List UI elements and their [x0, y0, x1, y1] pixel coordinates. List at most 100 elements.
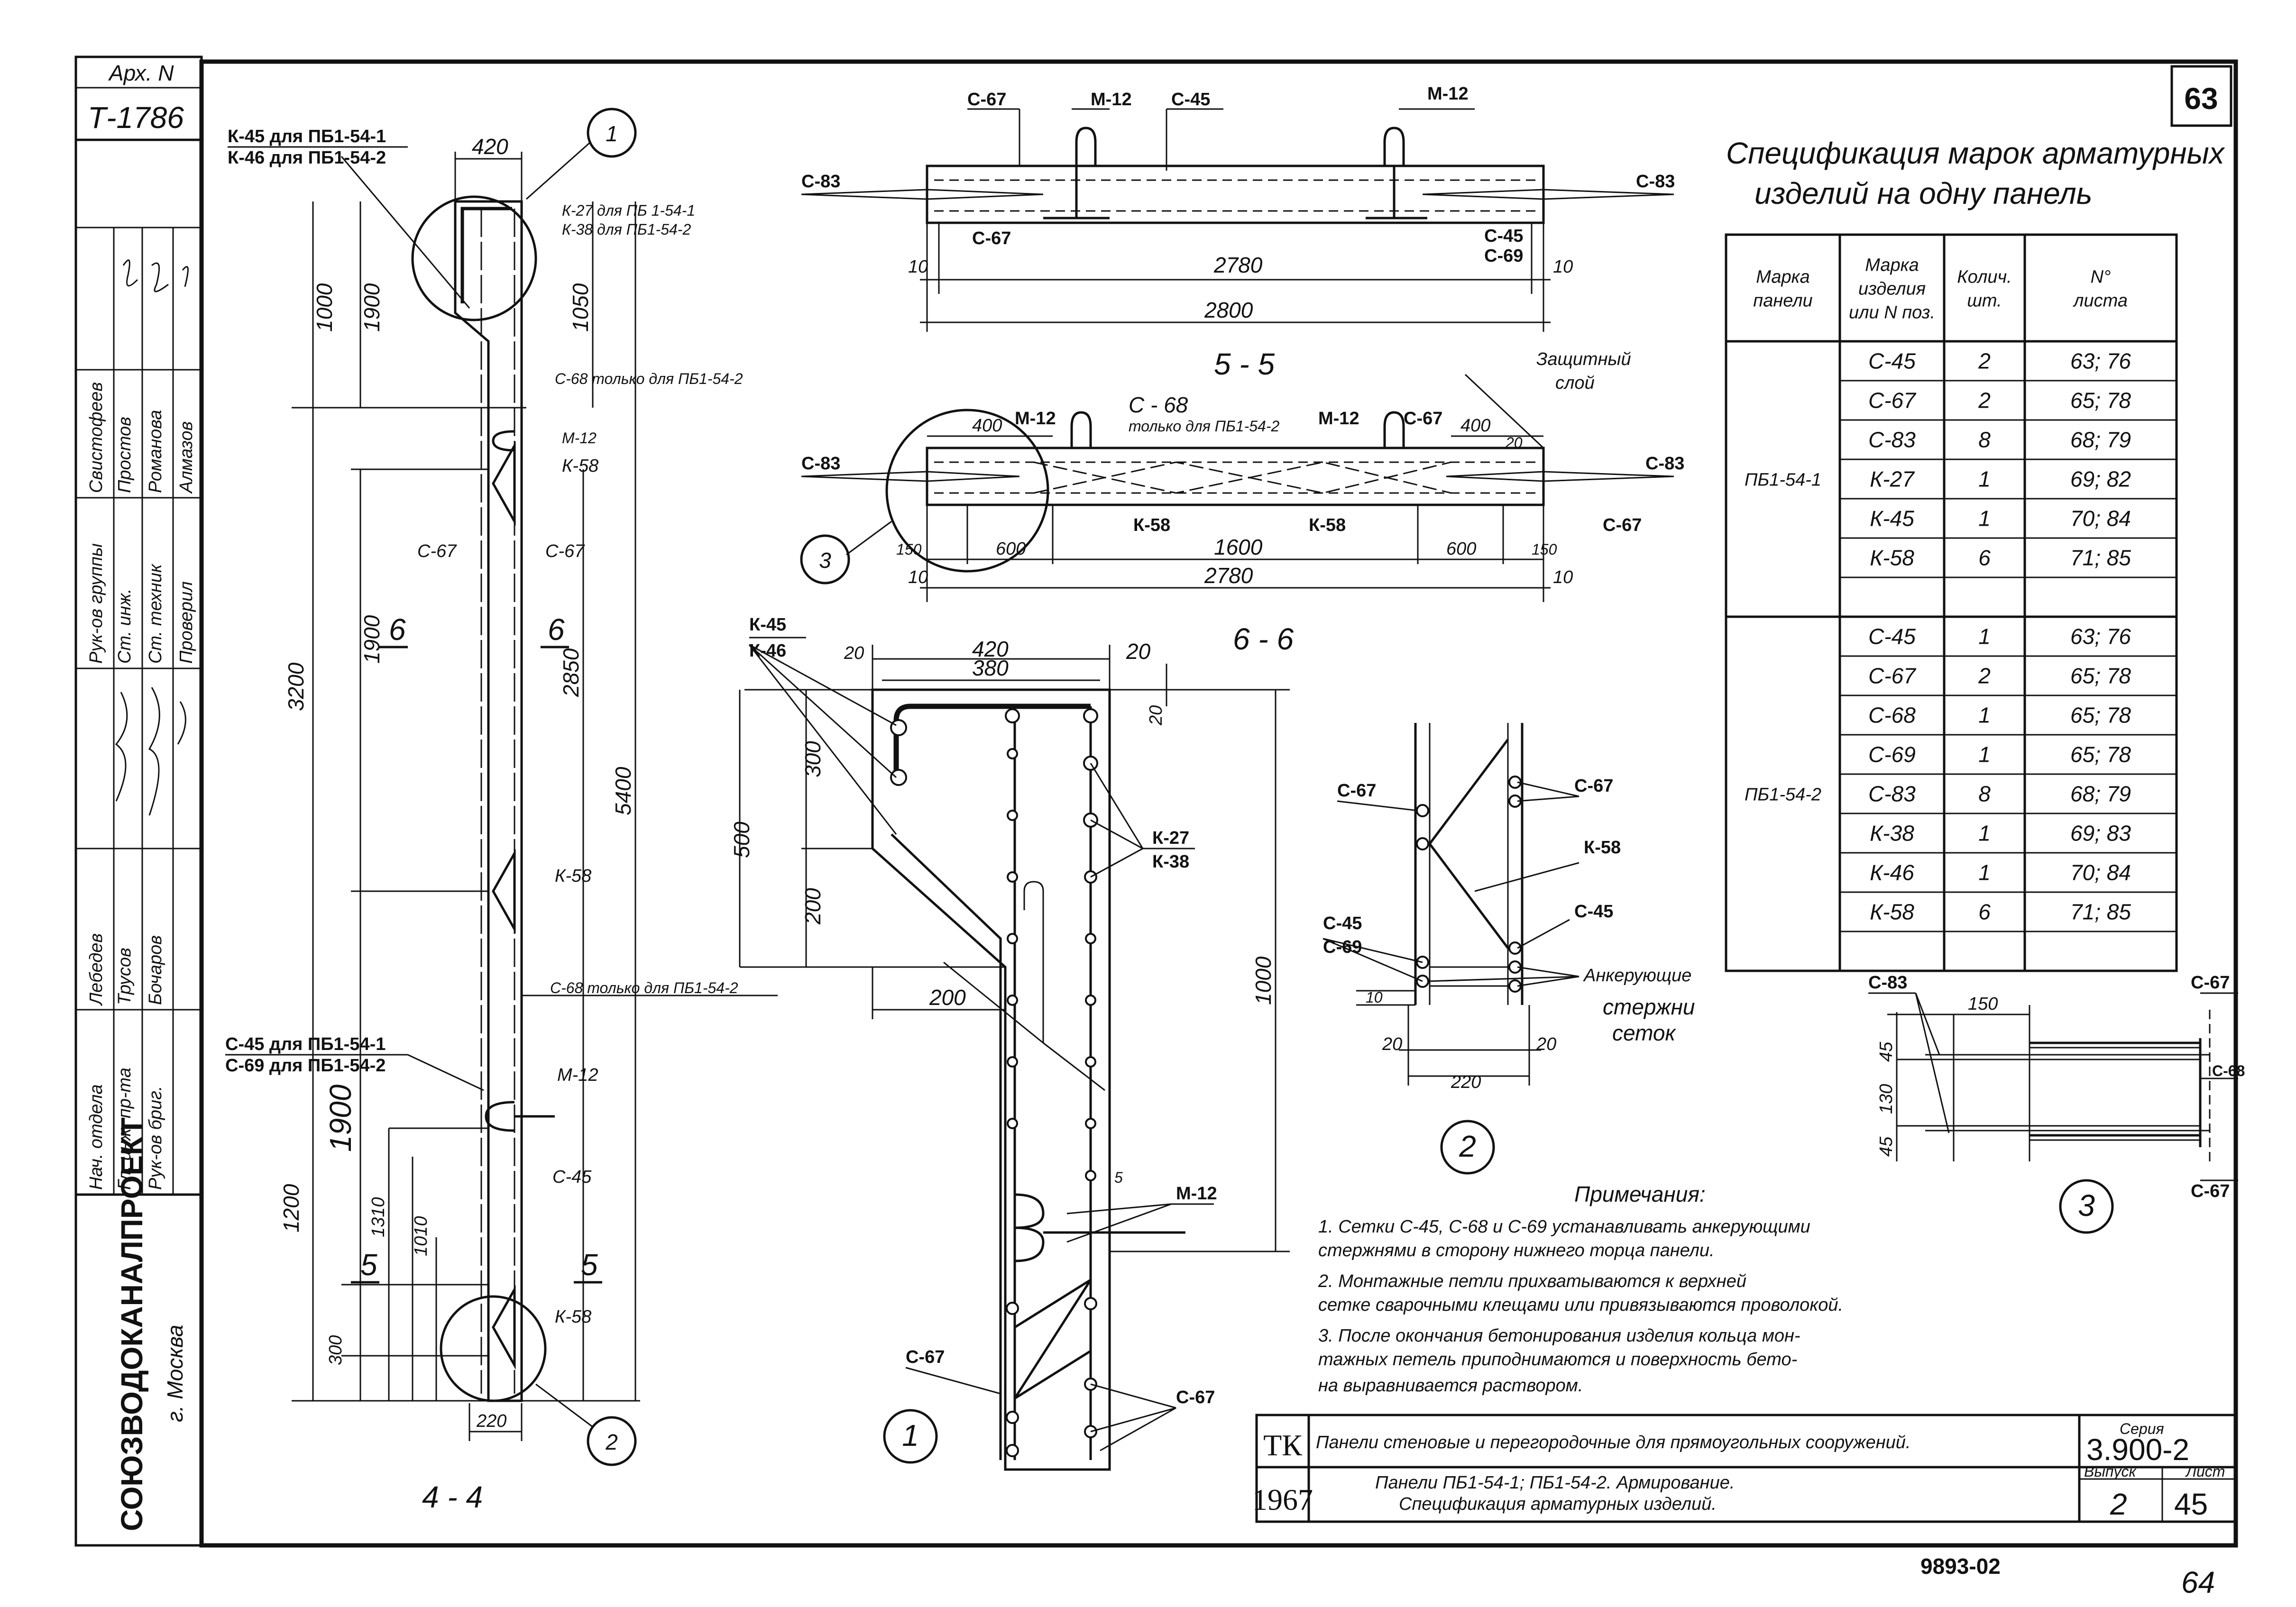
d1-dim-200-vert: 200 [800, 888, 825, 925]
tb-line-1: Панели стеновые и перегородочные для пря… [1316, 1433, 1910, 1452]
d1-dim-5: 5 [1114, 1169, 1123, 1186]
tb-series-label: Серия [2120, 1420, 2164, 1437]
stamp-role-4: Проверил [176, 581, 196, 664]
dim-1200: 1200 [279, 1184, 303, 1233]
label-c67-left: С-67 [417, 541, 457, 561]
notes-title: Примечания: [1574, 1182, 1706, 1206]
s66-dim-10-left: 10 [908, 567, 928, 587]
section-4-4-callout-2: 2 [605, 1430, 618, 1454]
dim-1900a: 1900 [359, 283, 384, 332]
dim-2850: 2850 [559, 648, 583, 697]
d2-dim-20-right: 20 [1536, 1034, 1556, 1054]
section-6-6: 3 М-12 С - 68 только для ПБ1-54-2 М-12 С… [800, 349, 1684, 656]
archive-label: Арх. N [108, 61, 174, 85]
d3-callout: 3 [2078, 1188, 2095, 1223]
tb-tk: ТК [1263, 1428, 1302, 1462]
spec-header-cell: N° [2091, 267, 2111, 287]
label-c69-pb2: С-69 для ПБ1-54-2 [225, 1056, 386, 1076]
signature-scribble-2 [115, 687, 186, 816]
label-k58-mid: К-58 [555, 866, 591, 886]
spec-sheet-cell: 69; 83 [2070, 821, 2131, 846]
d2-c69: С-69 [1323, 937, 1362, 957]
notes-line-5: 3. После окончания бетонирования изделия… [1318, 1326, 1800, 1346]
d2-c45-right: С-45 [1574, 902, 1613, 922]
s66-dim-1600: 1600 [1214, 535, 1263, 559]
spec-qty-cell: 6 [1978, 900, 1991, 924]
spec-sheet-cell: 65; 78 [2070, 388, 2131, 413]
detail-1-bar-dots [890, 708, 1098, 1457]
stamp-role-6: Гл. инж. пр-та [115, 1068, 135, 1190]
spec-sheet-cell: 65; 78 [2070, 703, 2131, 728]
s55-dim-10-left: 10 [908, 257, 928, 277]
dim-1050: 1050 [568, 283, 593, 332]
label-k58-bottom: К-58 [555, 1307, 591, 1327]
tb-issue: 2 [2110, 1487, 2127, 1521]
dim-3200: 3200 [284, 662, 308, 711]
spec-header-cell: шт. [1967, 291, 2002, 311]
spec-qty-cell: 6 [1978, 546, 1991, 570]
s66-caption: 6 - 6 [1233, 622, 1294, 656]
notes-line-7: на выравнивается раствором. [1318, 1376, 1583, 1396]
section-4-4-caption: 4 - 4 [422, 1480, 483, 1514]
detail-2-bar-dots [1416, 776, 1522, 993]
s66-c83-left: С-83 [801, 454, 840, 474]
stamp-role-5: Нач. отдела [86, 1084, 106, 1190]
spec-qty-cell: 2 [1978, 388, 1991, 413]
d1-dim-20-right: 20 [1126, 639, 1151, 664]
d3-c83: С-83 [1868, 973, 1907, 993]
s55-dim-2800: 2800 [1204, 298, 1253, 322]
s66-dim-150-right: 150 [1532, 541, 1557, 558]
section-4-4-outline [454, 200, 523, 1402]
stamp-name-2: Простов [115, 417, 135, 493]
d1-dim-1000: 1000 [1251, 956, 1276, 1005]
d1-m12: М-12 [1176, 1184, 1217, 1204]
d3-c67-top: С-67 [2191, 973, 2230, 993]
s66-dim-2780: 2780 [1204, 563, 1253, 588]
stamp-org: СОЮЗВОДОКАНАЛПРОЕКТ [115, 1117, 149, 1531]
s55-c67-bottom: С-67 [972, 228, 1011, 248]
d3-c67-bottom: С-67 [2191, 1181, 2230, 1201]
tb-series: 3.900-2 [2086, 1433, 2189, 1467]
d2-c67-left: С-67 [1337, 781, 1376, 801]
s66-callout-3: 3 [819, 548, 831, 573]
stamp-city: г. Москва [163, 1325, 187, 1422]
d1-c67-right: С-67 [1176, 1388, 1215, 1407]
s55-c67-top: С-67 [967, 90, 1006, 110]
s55-c45-bottom: С-45 [1484, 226, 1523, 246]
s66-k58-a: К-58 [1133, 515, 1170, 535]
spec-qty-cell: 1 [1978, 703, 1991, 728]
stamp-name-1: Свистофеев [86, 382, 106, 493]
d2-dim-220: 220 [1451, 1072, 1481, 1092]
d1-callout: 1 [902, 1418, 919, 1452]
label-m12-bottom: М-12 [557, 1065, 598, 1085]
spec-title-line-1: Спецификация марок арматурных [1726, 136, 2225, 170]
spec-sheet-cell: 65; 78 [2070, 742, 2131, 767]
notes-line-4: сетке сварочными клещами или привязывают… [1318, 1295, 1843, 1315]
spec-header-cell: Колич. [1957, 267, 2011, 287]
label-k27: К-27 для ПБ 1-54-1 [562, 202, 695, 219]
sheet-frame: 63 64 9893-02 [199, 59, 2238, 1599]
section-4-4-callout-1: 1 [606, 121, 618, 146]
spec-qty-cell: 2 [1978, 664, 1991, 688]
archive-number: Т-1786 [88, 100, 184, 135]
spec-mark-cell: С-83 [1868, 428, 1916, 452]
tb-sheet-label: Лист [2185, 1463, 2225, 1480]
d2-k58: К-58 [1584, 838, 1621, 858]
spec-mark-cell: С-83 [1868, 782, 1916, 806]
spec-header-cell: панели [1753, 291, 1812, 311]
spec-mark-cell: К-38 [1870, 821, 1914, 846]
d3-c68: С-68 [2212, 1062, 2245, 1079]
section-5-5: С-67 М-12 С-45 М-12 С-83 С-83 С-67 С-45 … [801, 84, 1675, 381]
title-block: ТК 1967 Панели стеновые и перегородочные… [1252, 1414, 2237, 1523]
s55-c45-top: С-45 [1171, 90, 1210, 110]
spec-sheet-cell: 71; 85 [2070, 900, 2131, 924]
notes-line-2: стержнями в сторону нижнего торца панели… [1318, 1241, 1715, 1260]
s66-c67-bottom: С-67 [1603, 515, 1642, 535]
label-section-5-left: 5 [360, 1248, 377, 1282]
s66-c83-right: С-83 [1645, 454, 1684, 474]
label-k45-pb1: К-45 для ПБ1-54-1 [228, 127, 386, 146]
dim-1010: 1010 [411, 1216, 431, 1256]
detail-2: С-67 С-67 К-58 С-45 С-69 С-45 Анкерующие… [1322, 723, 1695, 1175]
s66-dim-600-left: 600 [996, 539, 1026, 559]
